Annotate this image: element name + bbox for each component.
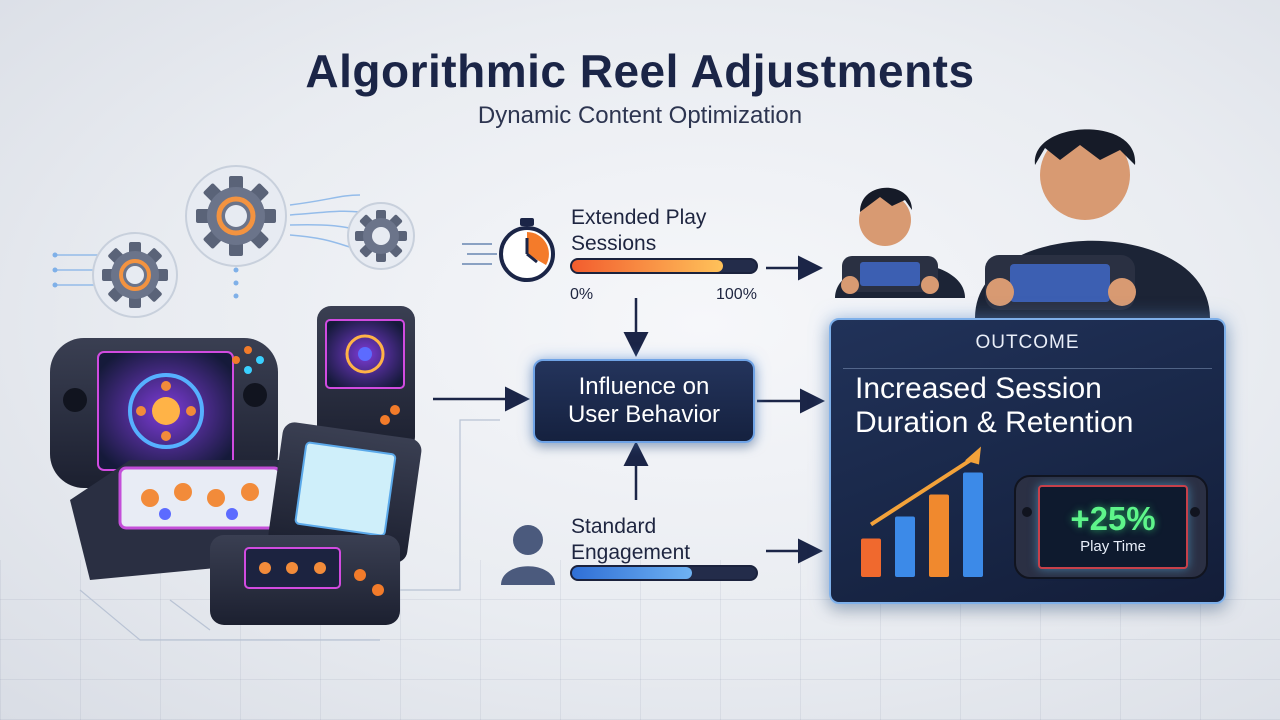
outcome-panel: OUTCOME Increased Session Duration & Ret… xyxy=(829,318,1226,604)
page-subtitle: Dynamic Content Optimization xyxy=(477,102,803,129)
growth-bar-chart xyxy=(861,446,983,577)
gear-icon xyxy=(92,232,178,318)
gamer-figure-small xyxy=(835,187,965,298)
trend-arrowhead xyxy=(965,446,981,465)
influence-node: Influence on User Behavior xyxy=(533,359,755,443)
extended-play-label-line2: Sessions xyxy=(571,232,657,255)
gear-icon xyxy=(347,202,415,270)
page-title: Algorithmic Reel Adjustments xyxy=(305,45,975,97)
stopwatch-icon xyxy=(462,218,555,282)
extended-play-label: Extended Play Sessions xyxy=(571,205,761,257)
play-time-screen: +25% Play Time xyxy=(1038,485,1188,569)
standard-engagement-progress xyxy=(570,565,758,581)
arrow-right-icon xyxy=(433,255,825,564)
influence-node-line1: Influence on xyxy=(578,373,710,400)
growth-bar xyxy=(963,472,983,577)
user-icon xyxy=(501,525,555,585)
outcome-title: Increased Session Duration & Retention xyxy=(855,372,1215,440)
play-time-caption: Play Time xyxy=(1080,537,1146,555)
growth-bar xyxy=(929,494,949,577)
outcome-title-line2: Duration & Retention xyxy=(855,406,1134,439)
handheld-console-small xyxy=(317,306,415,451)
extended-play-label-line1: Extended Play xyxy=(571,206,707,229)
gear-icon xyxy=(185,165,287,267)
device-traces xyxy=(79,419,500,641)
extended-play-progress xyxy=(570,258,758,274)
growth-bar xyxy=(895,516,915,577)
gamer-figure-large xyxy=(975,129,1210,318)
play-time-console: +25% Play Time xyxy=(1014,475,1208,579)
clamshell-console xyxy=(210,422,422,625)
outcome-title-line1: Increased Session xyxy=(855,372,1102,405)
influence-node-line2: User Behavior xyxy=(567,401,721,428)
trend-line xyxy=(869,456,975,527)
outcome-divider xyxy=(843,368,1212,369)
circuit-dots xyxy=(52,252,239,299)
progress-max-label: 100% xyxy=(716,286,757,303)
console-stick-right xyxy=(1190,507,1200,517)
standard-engagement-label-line1: Standard xyxy=(571,515,657,538)
growth-bar xyxy=(861,538,881,577)
outcome-heading: OUTCOME xyxy=(975,332,1080,353)
extended-play-progress-fill xyxy=(572,260,723,272)
progress-min-label: 0% xyxy=(570,286,594,303)
standard-engagement-label-line2: Engagement xyxy=(571,541,691,564)
standard-engagement-progress-fill xyxy=(572,567,692,579)
console-stick-left xyxy=(1022,507,1032,517)
play-time-value: +25% xyxy=(1070,499,1156,537)
standard-engagement-label: Standard Engagement xyxy=(571,514,761,566)
handheld-console-large xyxy=(50,338,278,488)
